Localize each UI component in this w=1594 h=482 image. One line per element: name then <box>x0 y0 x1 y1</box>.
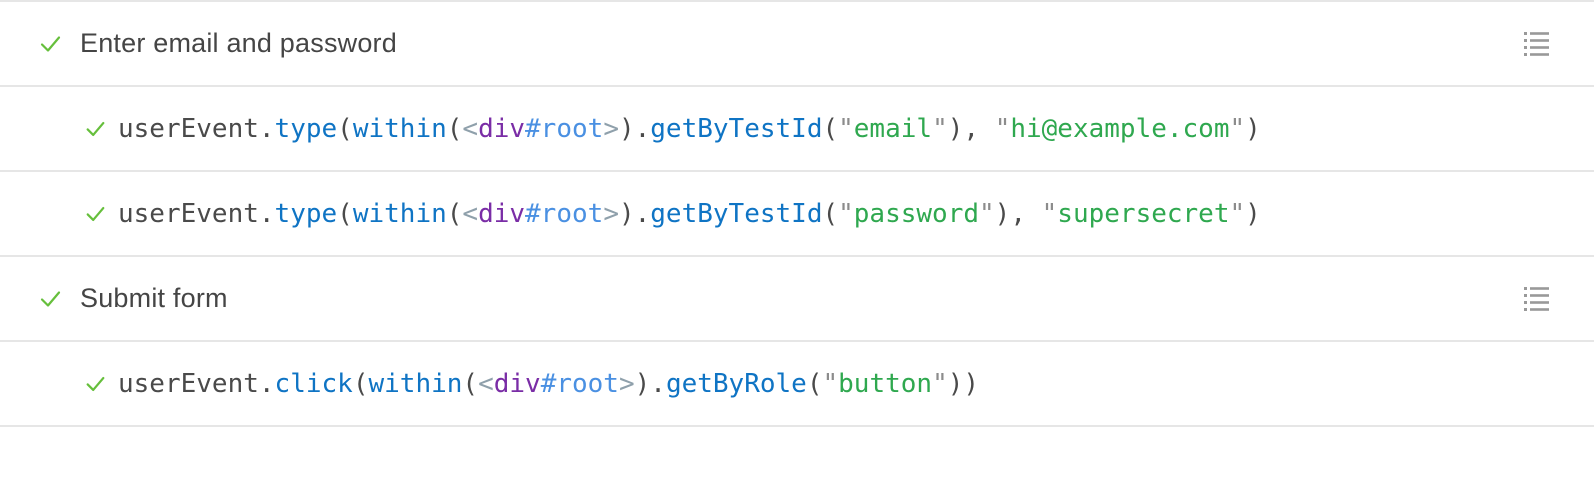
method-call-row[interactable]: userEvent.click(within(<div#root>).getBy… <box>0 342 1594 427</box>
check-passed-icon <box>84 118 107 140</box>
check-passed-icon <box>38 32 63 56</box>
method-call-code: userEvent.click(within(<div#root>).getBy… <box>118 368 980 399</box>
list-icon <box>1524 286 1549 311</box>
check-passed-icon <box>84 203 107 225</box>
interaction-row[interactable]: Submit form <box>0 257 1594 342</box>
interaction-label: Submit form <box>80 283 228 313</box>
list-icon-button[interactable] <box>1519 281 1554 317</box>
list-icon-button[interactable] <box>1519 26 1554 62</box>
check-passed-icon <box>38 287 63 311</box>
method-call-code: userEvent.type(within(<div#root>).getByT… <box>118 113 1261 144</box>
method-call-code: userEvent.type(within(<div#root>).getByT… <box>118 198 1261 229</box>
check-passed-icon <box>84 373 107 395</box>
interaction-label: Enter email and password <box>80 28 397 58</box>
method-call-row[interactable]: userEvent.type(within(<div#root>).getByT… <box>0 172 1594 257</box>
interaction-row[interactable]: Enter email and password <box>0 2 1594 87</box>
method-call-row[interactable]: userEvent.type(within(<div#root>).getByT… <box>0 87 1594 172</box>
list-icon <box>1524 31 1549 56</box>
